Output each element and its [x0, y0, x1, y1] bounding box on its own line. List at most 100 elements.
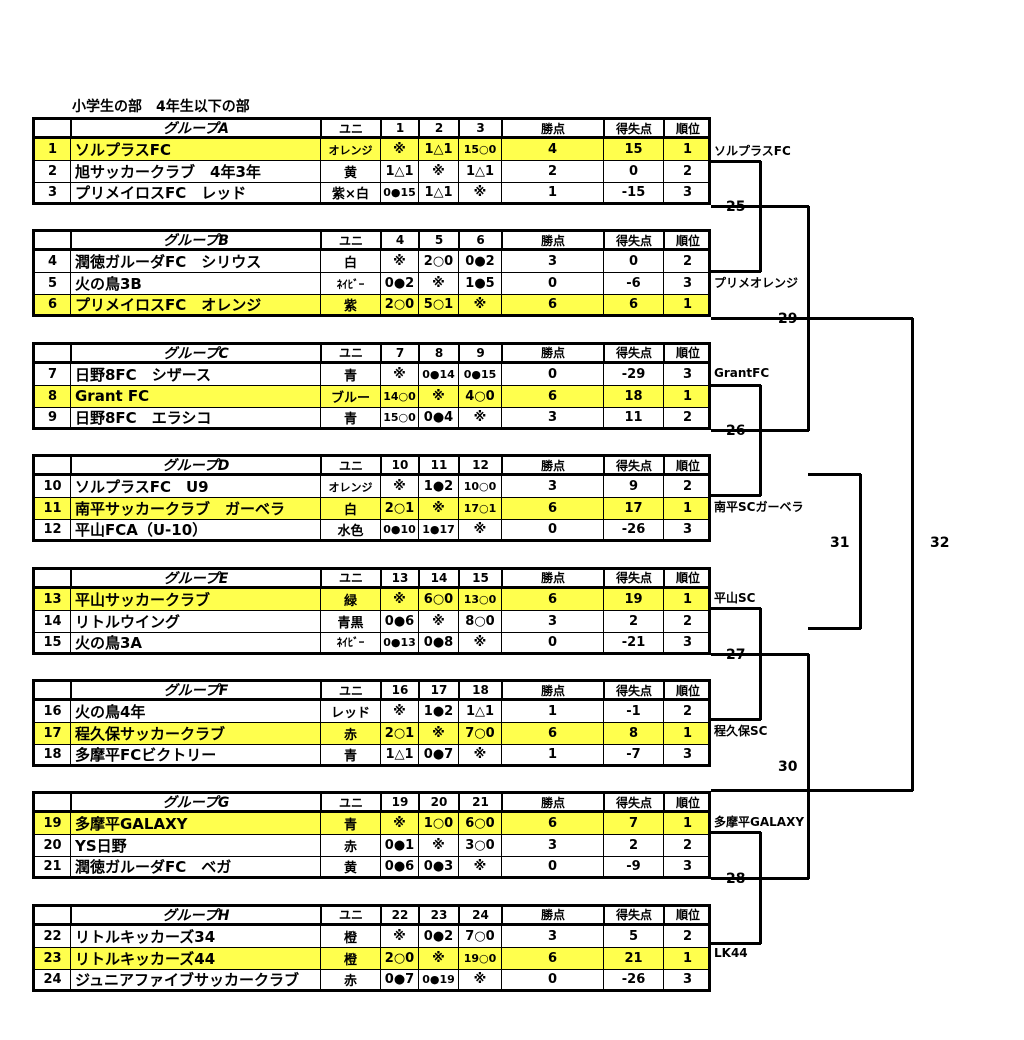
team-rank: 2 [663, 407, 711, 427]
match-number: 31 [830, 535, 850, 551]
bracket-line [711, 718, 761, 721]
header-rank: 順位 [663, 457, 711, 474]
team-number: 5 [47, 276, 58, 292]
header-goal-diff: 得失点 [603, 906, 663, 923]
team-points: 3 [501, 476, 603, 498]
team-goal-diff: 8 [603, 723, 663, 744]
match-result: 0●8 [418, 632, 458, 652]
match-result: 3○0 [458, 835, 501, 857]
header-opponent-number: 3 [458, 120, 501, 136]
header-points: 勝点 [501, 232, 603, 249]
team-number: 21 [43, 859, 62, 875]
team-name: 旭サッカークラブ 4年3年 [70, 161, 320, 182]
match-result: ※ [458, 632, 501, 652]
match-result: 2○0 [380, 947, 418, 969]
team-rank: 2 [663, 161, 711, 182]
match-result: ※ [418, 835, 458, 857]
team-goal-diff: 9 [603, 476, 663, 498]
team-name: 潤徳ガルーダFC ベガ [70, 857, 320, 877]
team-goal-diff: 17 [603, 498, 663, 520]
team-number: 20 [43, 838, 62, 854]
team-name: 平山サッカークラブ [70, 588, 320, 610]
header-uniform: ユニ [320, 906, 380, 923]
team-uniform: 紫 [320, 295, 380, 315]
team-goal-diff: -26 [603, 969, 663, 989]
team-goal-diff: 18 [603, 385, 663, 407]
team-name: 平山FCA（U-10） [70, 520, 320, 540]
team-number: 3 [47, 185, 58, 200]
team-rank: 2 [663, 701, 711, 722]
bracket-line [711, 653, 809, 656]
match-result: ※ [418, 610, 458, 632]
team-name: リトルウイング [70, 610, 320, 632]
header-blank [35, 794, 70, 810]
header-points: 勝点 [501, 457, 603, 474]
team-rank: 3 [663, 363, 711, 385]
team-goal-diff: -29 [603, 363, 663, 385]
team-uniform: 青 [320, 363, 380, 385]
match-result: 0●7 [418, 745, 458, 764]
bracket-line [711, 160, 761, 163]
team-goal-diff: 0 [603, 251, 663, 273]
team-name: 日野8FC エラシコ [70, 407, 320, 427]
team-number: 1 [47, 142, 58, 157]
match-result: 7○0 [458, 723, 501, 744]
match-result: 2○0 [380, 295, 418, 315]
team-number: 8 [47, 388, 58, 404]
team-goal-diff: 21 [603, 947, 663, 969]
header-opponent-number: 24 [458, 906, 501, 923]
match-result: ※ [418, 273, 458, 295]
team-goal-diff: 19 [603, 588, 663, 610]
team-goal-diff: -1 [603, 701, 663, 722]
team-points: 0 [501, 520, 603, 540]
team-number: 6 [47, 297, 58, 313]
team-points: 1 [501, 183, 603, 202]
header-opponent-number: 17 [418, 682, 458, 698]
team-name: 多摩平FCビクトリー [70, 745, 320, 764]
group-name: グループE [70, 569, 320, 586]
team-uniform: 緑 [320, 588, 380, 610]
team-number: 19 [43, 816, 62, 832]
team-rank: 3 [663, 857, 711, 877]
header-opponent-number: 22 [380, 906, 418, 923]
header-uniform: ユニ [320, 120, 380, 136]
team-goal-diff: 7 [603, 813, 663, 835]
match-result: 0●6 [380, 857, 418, 877]
team-uniform: 白 [320, 251, 380, 273]
header-opponent-number: 1 [380, 120, 418, 136]
match-result: 0●4 [418, 407, 458, 427]
match-result: 1△1 [418, 183, 458, 202]
match-number: 32 [930, 535, 950, 551]
header-opponent-number: 19 [380, 794, 418, 811]
team-number: 10 [43, 479, 62, 495]
group-name: グループC [70, 344, 320, 361]
team-uniform: 黄 [320, 857, 380, 877]
team-goal-diff: -21 [603, 632, 663, 652]
team-points: 3 [501, 835, 603, 857]
team-name: 潤徳ガルーダFC シリウス [70, 251, 320, 273]
team-name: YS日野 [70, 835, 320, 857]
team-goal-diff: -9 [603, 857, 663, 877]
match-result: ※ [380, 701, 418, 722]
team-rank: 1 [663, 588, 711, 610]
team-goal-diff: -15 [603, 183, 663, 202]
bracket-line [808, 473, 861, 476]
team-goal-diff: 6 [603, 295, 663, 315]
match-result: 0●3 [418, 857, 458, 877]
header-opponent-number: 12 [458, 457, 501, 474]
team-name: ソルプラスFC [70, 139, 320, 160]
team-points: 3 [501, 251, 603, 273]
team-uniform: ﾈｲﾋﾞｰ [320, 273, 380, 295]
